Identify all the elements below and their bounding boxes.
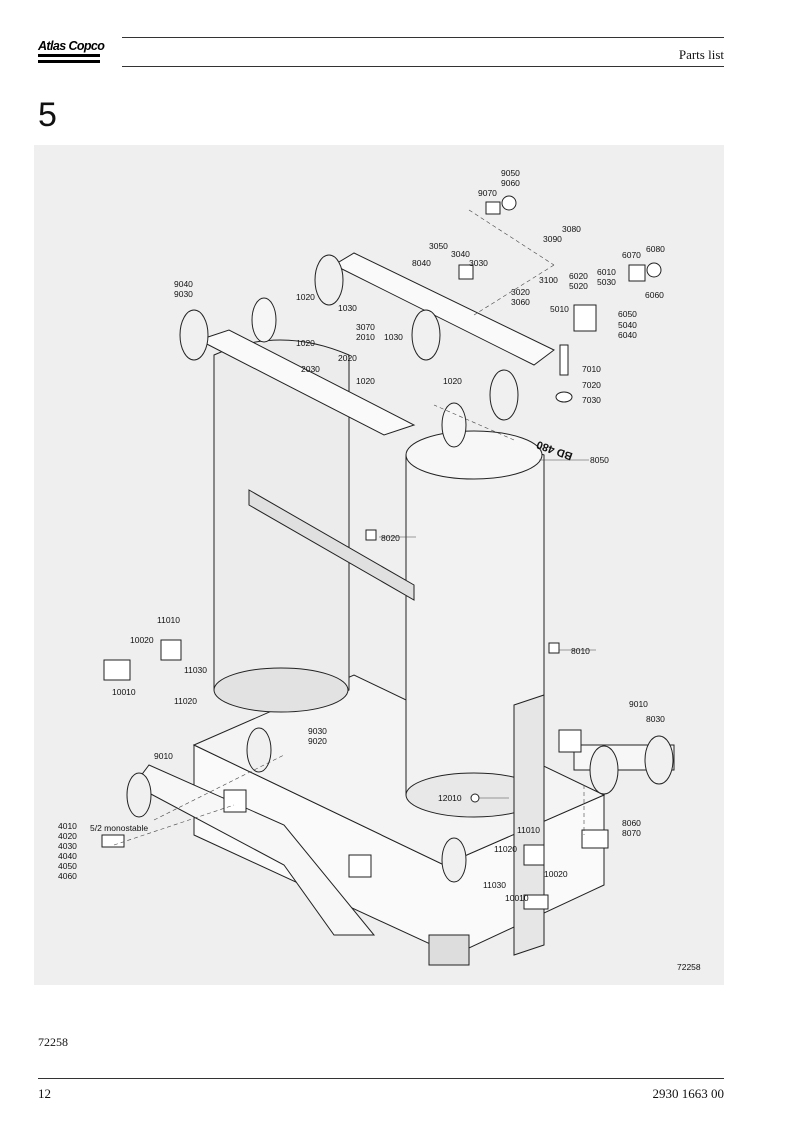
callout-9050: 9050 — [501, 168, 520, 178]
callout-4060: 4060 — [58, 871, 77, 881]
callout-1020-b: 1020 — [296, 338, 315, 348]
callout-10010-right: 10010 — [505, 893, 529, 903]
callout-8030: 8030 — [646, 714, 665, 724]
callout-3020: 3020 — [511, 287, 530, 297]
callout-4020: 4020 — [58, 831, 77, 841]
callout-1030-a: 1030 — [338, 303, 357, 313]
callout-10020-left: 10020 — [130, 635, 154, 645]
callout-11010-left: 11010 — [157, 615, 181, 625]
brand-logo: Atlas Copco — [38, 39, 105, 53]
callout-9030-bottom: 9030 — [308, 726, 327, 736]
callout-1030-b: 1030 — [384, 332, 403, 342]
callout-6020: 6020 — [569, 271, 588, 281]
header-rule — [122, 37, 724, 38]
callout-5010: 5010 — [550, 304, 569, 314]
callout-7030: 7030 — [582, 395, 601, 405]
callout-4030: 4030 — [58, 841, 77, 851]
callout-6060: 6060 — [645, 290, 664, 300]
callout-4050: 4050 — [58, 861, 77, 871]
callout-6040: 6040 — [618, 330, 637, 340]
callout-11020-right: 11020 — [494, 844, 518, 854]
callout-8060: 8060 — [622, 818, 641, 828]
callout-3040: 3040 — [451, 249, 470, 259]
callout-5030: 5030 — [597, 277, 616, 287]
callout-8020: 8020 — [381, 533, 400, 543]
logo-bar — [38, 54, 100, 57]
section-number: 5 — [38, 96, 57, 134]
callout-1020-a: 1020 — [296, 292, 315, 302]
callout-10020-right: 10020 — [544, 869, 568, 879]
callout-10010-left: 10010 — [112, 687, 136, 697]
exploded-drawing: 9050 9060 9070 3080 3090 3050 3040 8040 … — [34, 145, 724, 985]
callout-7010: 7010 — [582, 364, 601, 374]
callout-6070: 6070 — [622, 250, 641, 260]
header-rule — [122, 66, 724, 67]
callout-4040: 4040 — [58, 851, 77, 861]
callout-3080: 3080 — [562, 224, 581, 234]
callout-11010-right: 11010 — [517, 825, 541, 835]
callout-9010-right: 9010 — [629, 699, 648, 709]
callout-11030-right: 11030 — [483, 880, 507, 890]
section-title: Parts list — [678, 47, 724, 62]
callout-9020: 9020 — [308, 736, 327, 746]
callout-9010-left: 9010 — [154, 751, 173, 761]
callout-8070: 8070 — [622, 828, 641, 838]
callout-6010: 6010 — [597, 267, 616, 277]
callout-5020: 5020 — [569, 281, 588, 291]
callout-11020-left: 11020 — [174, 696, 198, 706]
callout-7020: 7020 — [582, 380, 601, 390]
callout-4010: 4010 — [58, 821, 77, 831]
callout-8040: 8040 — [412, 258, 431, 268]
logo-bar — [38, 60, 100, 63]
callout-1020-d: 1020 — [443, 376, 462, 386]
callout-12010: 12010 — [438, 793, 462, 803]
callout-9070: 9070 — [478, 188, 497, 198]
callout-3050: 3050 — [429, 241, 448, 251]
drawing-illustration — [101, 195, 675, 966]
document-number: 2930 1663 00 — [652, 1086, 725, 1101]
callout-1020-c: 1020 — [356, 376, 375, 386]
page-number: 12 — [38, 1086, 51, 1101]
callout-2010: 2010 — [356, 332, 375, 342]
callout-8050: 8050 — [590, 455, 609, 465]
callout-8010: 8010 — [571, 646, 590, 656]
callout-11030-left: 11030 — [184, 665, 208, 675]
callout-6050: 6050 — [618, 309, 637, 319]
drawing-reference: 72258 — [677, 962, 701, 972]
callout-3100: 3100 — [539, 275, 558, 285]
callout-5-2-monostable: 5/2 monostable — [90, 823, 149, 833]
callout-5040: 5040 — [618, 320, 637, 330]
footer-rule — [38, 1078, 724, 1079]
callout-6080: 6080 — [646, 244, 665, 254]
callout-2030: 2030 — [301, 364, 320, 374]
callout-9030-top: 9030 — [174, 289, 193, 299]
callout-3060: 3060 — [511, 297, 530, 307]
callout-9040: 9040 — [174, 279, 193, 289]
callout-2020: 2020 — [338, 353, 357, 363]
callout-9060: 9060 — [501, 178, 520, 188]
callout-3030: 3030 — [469, 258, 488, 268]
callout-3090: 3090 — [543, 234, 562, 244]
figure-reference: 72258 — [38, 1035, 68, 1049]
callout-3070: 3070 — [356, 322, 375, 332]
